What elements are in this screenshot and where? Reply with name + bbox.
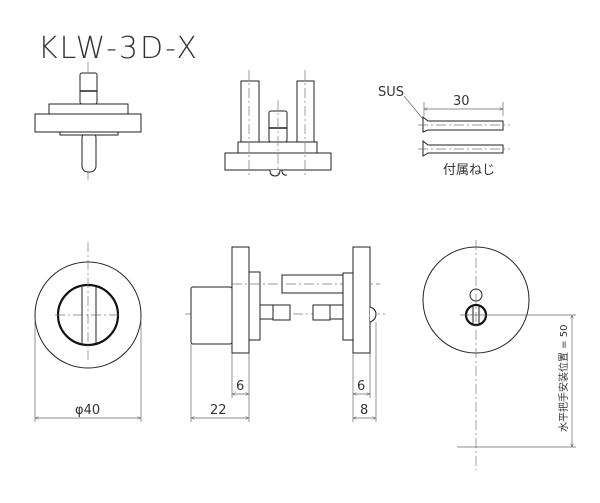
screw-material-label: SUS (378, 85, 404, 100)
top-view-knob (34, 62, 142, 180)
screw-length-label: 30 (453, 94, 470, 109)
left-rosette-dimension: 6 (236, 379, 244, 394)
model-title: KLW-3D-X (38, 31, 199, 66)
right-rosette-dimension: 6 (357, 379, 365, 394)
handle-position-label: 水平把手安装位置 = 50 (557, 325, 570, 432)
side-view: 6 22 6 8 (185, 246, 385, 422)
front-view-knob: φ40 (35, 242, 141, 422)
screws: SUS 30 付属ねじ (378, 85, 510, 178)
back-view: 水平把手安装位置 = 50 (422, 240, 576, 470)
right-depth-dimension: 8 (360, 403, 368, 418)
left-depth-dimension: 22 (210, 403, 227, 418)
top-view-lever (224, 70, 332, 177)
screw-caption: 付属ねじ (443, 163, 495, 178)
diameter-label: φ40 (75, 403, 100, 418)
